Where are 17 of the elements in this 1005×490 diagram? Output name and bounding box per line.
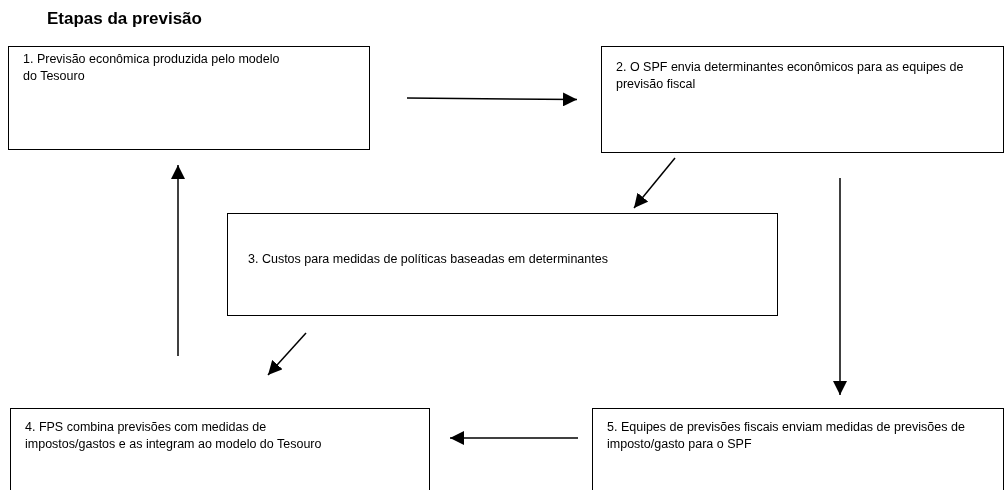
process-box [227,213,778,316]
arrow [449,431,579,445]
step-text: 5. Equipes de previsões fiscais enviam medidas de previsões de imposto/gasto para o SPF [607,419,966,453]
process-box [10,408,430,490]
arrow [406,92,578,107]
arrow [267,332,307,376]
step-text: 4. FPS combina previsões com medidas de impostos/gastos e as integram ao modelo do Tesouro [25,419,323,453]
process-box [8,46,370,150]
diagram-title: Etapas da previsão [47,9,202,29]
process-box [601,46,1004,153]
process-box [592,408,1004,490]
step-text: 2. O SPF envia determinantes econômicos para as equipes de previsão fiscal [616,59,965,93]
arrow [833,177,847,396]
arrow [633,157,676,209]
arrow [171,164,185,357]
step-text: 3. Custos para medidas de políticas baseadas em determinantes [248,251,609,268]
step-text: 1. Previsão econômica produzida pelo modelo do Tesouro [23,51,281,85]
